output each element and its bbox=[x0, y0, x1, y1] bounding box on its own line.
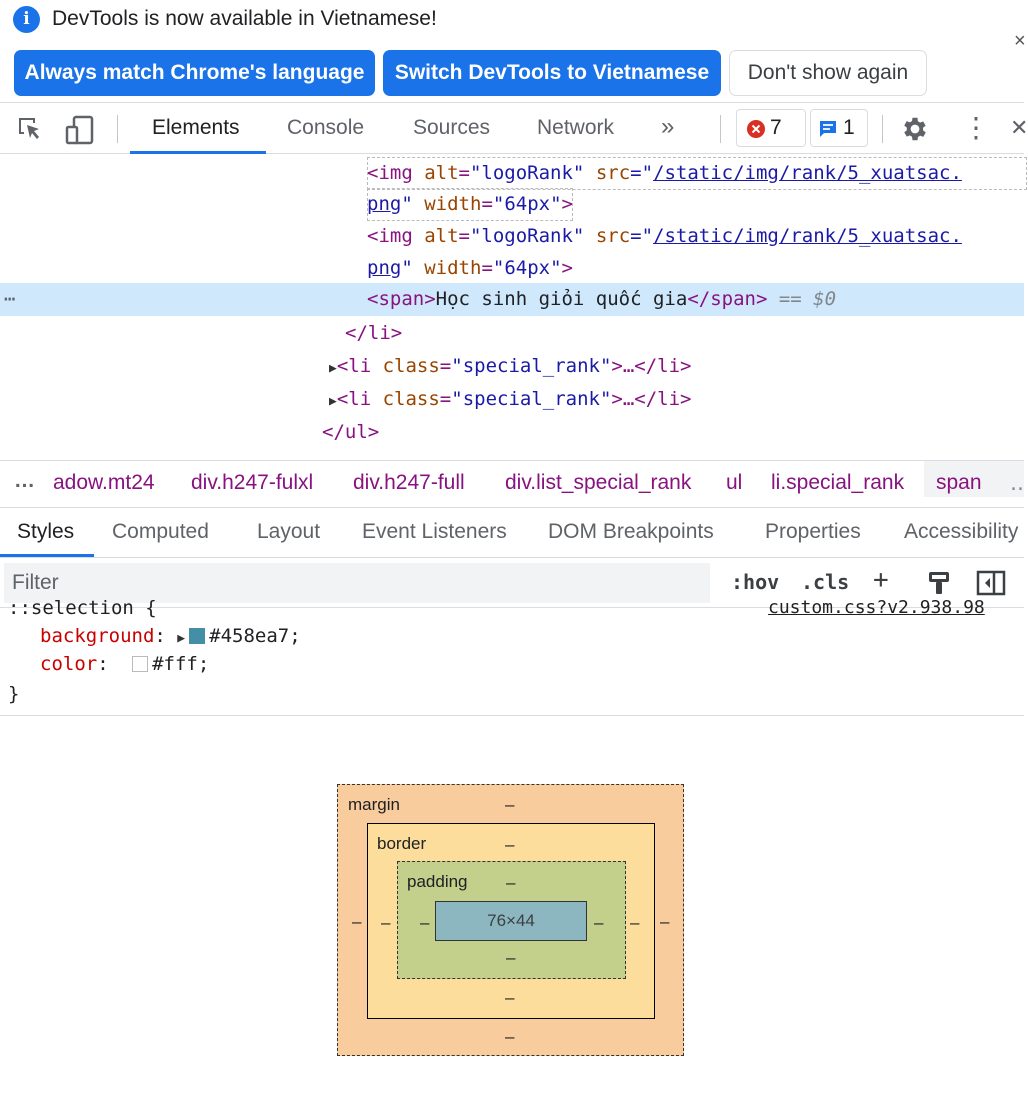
img-src-link[interactable]: /static/img/rank/5_xuatsac. bbox=[653, 225, 962, 247]
color-swatch[interactable] bbox=[189, 628, 206, 644]
breadcrumb: … adow.mt24 div.h247-fulxl div.h247-full… bbox=[0, 460, 1024, 508]
css-selector: ::selection { bbox=[8, 597, 157, 619]
styles-filter-bar: :hov .cls + bbox=[0, 558, 1024, 608]
css-rule-selection[interactable]: ::selection { custom.css?v2.938.98 backg… bbox=[0, 597, 1024, 716]
dont-show-again-button[interactable]: Don't show again bbox=[729, 50, 927, 96]
switch-to-vietnamese-button[interactable]: Switch DevTools to Vietnamese bbox=[383, 50, 721, 96]
tab-dom-breakpoints[interactable]: DOM Breakpoints bbox=[548, 520, 714, 543]
dom-node-img-2-cont: png" width="64px"> bbox=[367, 257, 573, 279]
error-icon bbox=[747, 120, 765, 138]
breadcrumb-item-selected[interactable]: span bbox=[924, 461, 1024, 497]
breadcrumb-overflow[interactable]: … bbox=[14, 469, 35, 492]
breadcrumb-item[interactable]: div.list_special_rank bbox=[505, 471, 692, 494]
infobar-message: DevTools is now available in Vietnamese! bbox=[52, 7, 437, 30]
paint-brush-icon[interactable] bbox=[925, 569, 953, 597]
breadcrumb-item[interactable]: ul bbox=[726, 471, 743, 494]
dom-node-li-special-2[interactable]: ▶<li class="special_rank">…</li> bbox=[329, 388, 692, 410]
selected-node-highlight bbox=[0, 283, 1024, 316]
dom-node-span-selected[interactable]: <span>Học sinh giỏi quốc gia</span> == $… bbox=[367, 288, 837, 310]
active-tab-indicator bbox=[130, 151, 266, 154]
dom-node-img-2[interactable]: <img alt="logoRank" src="/static/img/ran… bbox=[367, 225, 962, 247]
dom-node-img-1-cont: png" width="64px"> bbox=[367, 188, 573, 221]
info-icon: i bbox=[13, 6, 40, 33]
breadcrumb-item[interactable]: adow.mt24 bbox=[53, 471, 155, 494]
tab-accessibility[interactable]: Accessibility bbox=[904, 520, 1019, 543]
language-infobar: i DevTools is now available in Vietnames… bbox=[0, 0, 1026, 102]
color-swatch[interactable] bbox=[132, 656, 149, 672]
toggle-hover-state-button[interactable]: :hov bbox=[731, 570, 780, 594]
breadcrumb-item[interactable]: div.h247-fulxl bbox=[191, 471, 314, 494]
device-toolbar-icon[interactable] bbox=[64, 115, 96, 145]
node-actions-ellipsis[interactable]: ⋯ bbox=[4, 288, 16, 310]
tab-event-listeners[interactable]: Event Listeners bbox=[362, 520, 507, 543]
styles-pane-tabs: Styles Computed Layout Event Listeners D… bbox=[0, 508, 1024, 558]
expand-triangle-icon[interactable]: ▶ bbox=[329, 394, 337, 409]
toolbar-divider bbox=[117, 115, 118, 143]
inspect-element-icon[interactable] bbox=[16, 115, 46, 145]
tab-elements[interactable]: Elements bbox=[152, 116, 240, 139]
errors-count: 7 bbox=[770, 116, 782, 139]
new-style-rule-button[interactable]: + bbox=[873, 565, 889, 595]
styles-filter-input[interactable] bbox=[4, 563, 710, 603]
settings-gear-icon[interactable] bbox=[900, 114, 930, 144]
css-prop-background[interactable]: background: ▶#458ea7; bbox=[40, 625, 301, 647]
toggle-sidebar-icon[interactable] bbox=[976, 570, 1006, 596]
messages-badge[interactable]: 1 bbox=[810, 109, 868, 147]
toggle-class-button[interactable]: .cls bbox=[801, 570, 850, 594]
css-rule-close: } bbox=[8, 683, 20, 705]
tab-network[interactable]: Network bbox=[537, 116, 615, 139]
toolbar-divider bbox=[720, 115, 721, 143]
dom-node-li-special-1[interactable]: ▶<li class="special_rank">…</li> bbox=[329, 355, 692, 377]
tab-sources[interactable]: Sources bbox=[413, 116, 491, 139]
css-source-link[interactable]: custom.css?v2.938.98 bbox=[768, 597, 985, 618]
dom-node-img-1[interactable]: <img alt="logoRank" src="/static/img/ran… bbox=[367, 157, 1027, 190]
tab-computed[interactable]: Computed bbox=[112, 520, 209, 543]
devtools-toolbar: Elements Console Sources Network » 7 1 ⋮… bbox=[0, 102, 1028, 154]
dom-tree[interactable]: <img alt="logoRank" src="/static/img/ran… bbox=[0, 154, 1027, 460]
tab-layout[interactable]: Layout bbox=[257, 520, 321, 543]
css-prop-color[interactable]: color: #fff; bbox=[40, 653, 210, 675]
breadcrumb-item[interactable]: li.special_rank bbox=[771, 471, 905, 494]
expand-triangle-icon[interactable]: ▶ bbox=[329, 361, 337, 376]
breadcrumb-item[interactable]: div.h247-full bbox=[353, 471, 465, 494]
dom-node-ul-close[interactable]: </ul> bbox=[322, 421, 380, 443]
box-model-content[interactable]: 76×44 bbox=[435, 901, 587, 941]
always-match-language-button[interactable]: Always match Chrome's language bbox=[14, 50, 375, 96]
messages-count: 1 bbox=[843, 116, 855, 139]
active-tab-indicator bbox=[0, 554, 94, 557]
more-tabs-icon[interactable]: » bbox=[661, 113, 675, 140]
breadcrumb-trail: ‥ bbox=[1010, 472, 1025, 495]
img-src-link[interactable]: /static/img/rank/5_xuatsac. bbox=[653, 162, 962, 184]
toolbar-divider bbox=[882, 115, 883, 143]
expand-triangle-icon[interactable]: ▶ bbox=[177, 631, 186, 646]
dom-node-li-close[interactable]: </li> bbox=[345, 322, 403, 344]
message-icon bbox=[820, 121, 836, 137]
errors-badge[interactable]: 7 bbox=[736, 109, 806, 147]
close-devtools-icon[interactable]: ✕ bbox=[1010, 115, 1028, 140]
tab-properties[interactable]: Properties bbox=[765, 520, 861, 543]
infobar-close-icon[interactable]: × bbox=[1014, 30, 1026, 52]
more-options-icon[interactable]: ⋮ bbox=[962, 112, 990, 143]
tab-styles[interactable]: Styles bbox=[17, 520, 75, 543]
tab-console[interactable]: Console bbox=[287, 116, 365, 139]
